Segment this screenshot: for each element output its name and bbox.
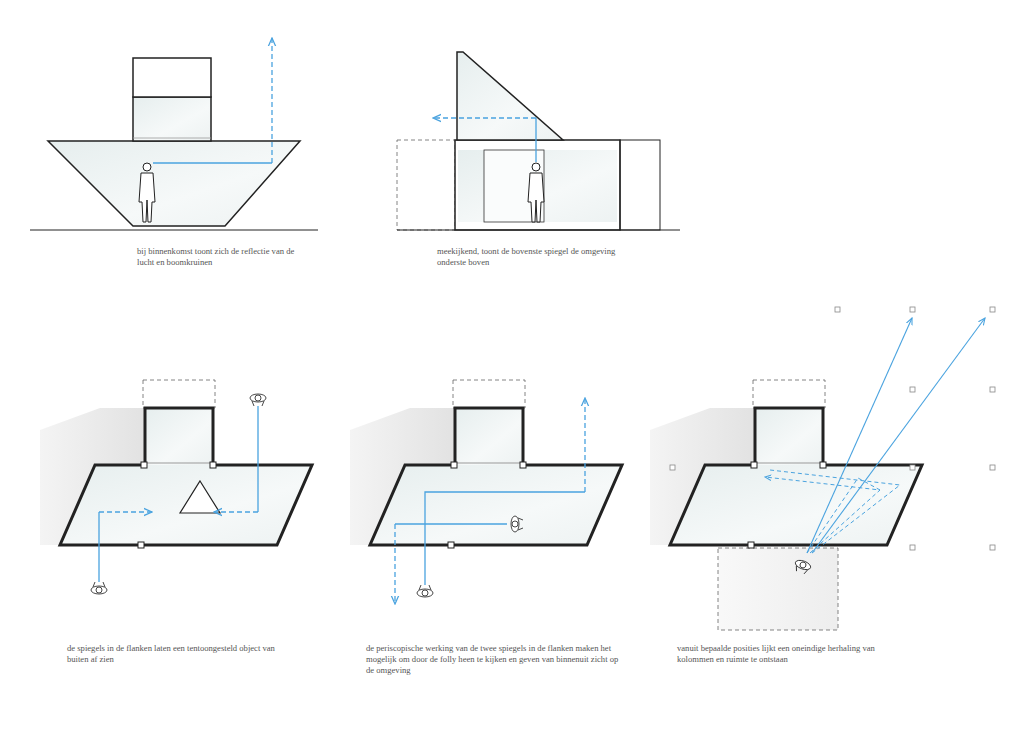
plan-periscope (350, 380, 622, 604)
section-look-along (397, 52, 680, 230)
caption: meekijkend, toont de bovenste spiegel de… (437, 246, 617, 268)
section-entry (30, 38, 318, 230)
plan-infinite (650, 307, 995, 630)
caption: bij binnenkomst toont zich de reflectie … (137, 246, 312, 268)
plan-exhibit (40, 380, 312, 594)
caption: de spiegels in de flanken laten een tent… (67, 643, 282, 665)
caption: de periscopische werking van de twee spi… (366, 643, 628, 676)
caption: vanuit bepaalde posities lijkt een onein… (677, 643, 907, 665)
